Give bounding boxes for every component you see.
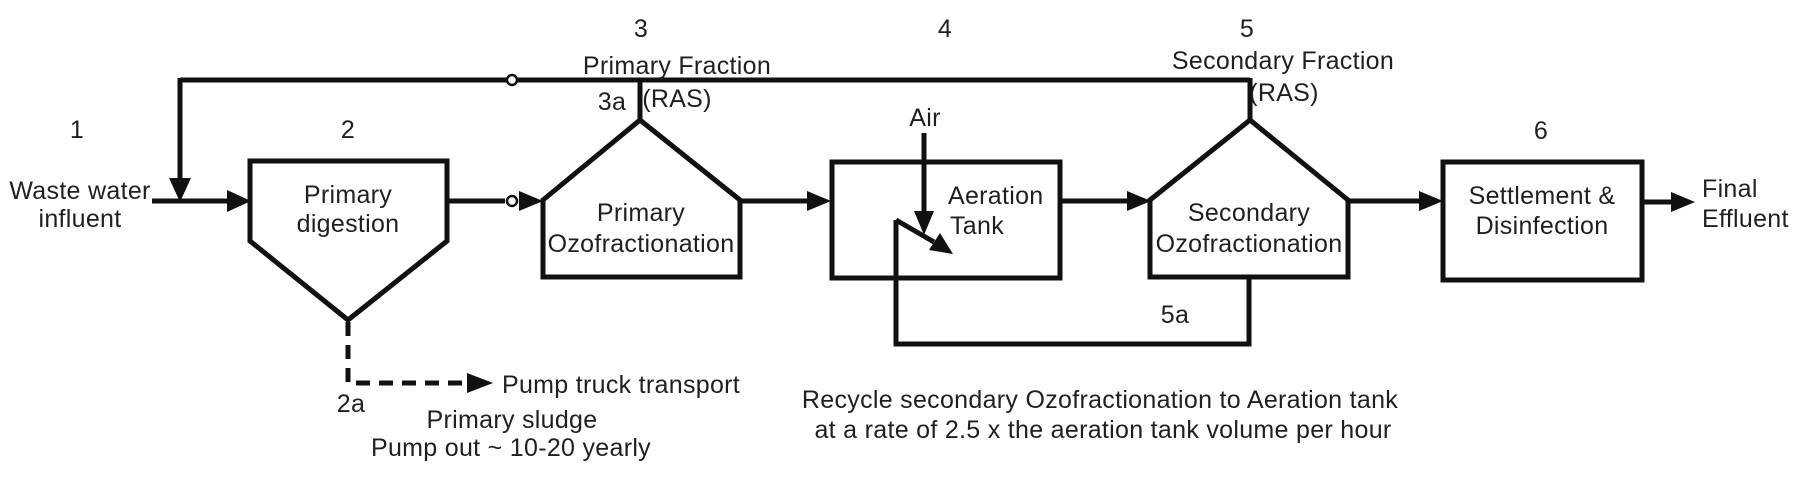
recycle-loop-label-5a: 5a xyxy=(1161,301,1189,329)
primary-ozofractionation-vessel xyxy=(540,116,743,280)
waste-water-influent-label-line2: influent xyxy=(38,205,121,233)
secondary-to-settlement-arrowhead-icon xyxy=(1419,191,1443,211)
secondary-ozofractionation-label-line2: Ozofractionation xyxy=(1156,230,1343,258)
primary-sludge-label: Primary sludge xyxy=(427,406,598,434)
secondary-fraction-ras-label: (RAS) xyxy=(1249,79,1319,107)
settlement-label-line1: Settlement & xyxy=(1469,182,1616,210)
primary-ozofractionation-label-line2: Ozofractionation xyxy=(548,230,735,258)
ozofractionation-to-aeration-arrowhead-icon xyxy=(807,191,831,211)
recycle-injection-line xyxy=(894,217,936,245)
sludge-arrowhead-icon xyxy=(467,373,493,393)
sludge-pump-out-dashed-line xyxy=(345,322,468,386)
aeration-tank-label-line2: Tank xyxy=(950,212,1004,240)
digestion-to-ozofractionation-arrowhead-icon xyxy=(519,191,543,211)
aeration-tank-label-line1: Aeration xyxy=(948,182,1044,210)
primary-ozofractionation-label-line1: Primary xyxy=(597,199,685,227)
line-junction-dot xyxy=(505,194,519,208)
recycle-note-line1: Recycle secondary Ozofractionation to Ae… xyxy=(802,386,1398,414)
waste-water-influent-label-line1: Waste water xyxy=(9,177,150,205)
primary-digestion-vessel xyxy=(247,158,450,324)
stage-number-1: 1 xyxy=(70,116,84,144)
air-label: Air xyxy=(909,104,940,132)
stage-number-5: 5 xyxy=(1240,15,1254,43)
aeration-tank-vessel xyxy=(829,159,1063,281)
primary-fraction-label: Primary Fraction xyxy=(583,52,771,80)
secondary-ozofractionation-vessel xyxy=(1147,116,1351,280)
stage-number-3: 3 xyxy=(634,15,648,43)
line-junction-dot xyxy=(505,73,519,87)
recycle-note-line2: at a rate of 2.5 x the aeration tank vol… xyxy=(814,416,1391,444)
pump-truck-transport-label: Pump truck transport xyxy=(502,371,740,399)
final-effluent-label-line1: Final xyxy=(1702,175,1758,203)
primary-digestion-label-line2: digestion xyxy=(297,210,400,238)
recycle-injection-arrowhead-icon xyxy=(929,233,953,254)
settlement-label-line2: Disinfection xyxy=(1476,212,1609,240)
influent-arrowhead-icon xyxy=(227,190,251,212)
stage-number-4: 4 xyxy=(938,15,952,43)
stage-number-6: 6 xyxy=(1534,117,1548,145)
final-effluent-arrowhead-icon xyxy=(1671,192,1695,212)
pump-out-frequency-label: Pump out ~ 10-20 yearly xyxy=(371,434,651,462)
primary-digestion-label-line1: Primary xyxy=(304,181,392,209)
primary-fraction-sub-label-3a: 3a xyxy=(598,88,626,116)
air-inlet-arrowhead-icon xyxy=(914,211,934,235)
settlement-disinfection-vessel xyxy=(1440,159,1645,283)
secondary-ozofractionation-label-line1: Secondary xyxy=(1188,199,1310,227)
secondary-fraction-label: Secondary Fraction xyxy=(1172,47,1394,75)
recycle-loop-line xyxy=(893,220,1252,347)
final-effluent-label-line2: Effluent xyxy=(1702,205,1789,233)
stage-number-2: 2 xyxy=(341,116,355,144)
sludge-branch-label-2a: 2a xyxy=(337,390,365,418)
primary-fraction-ras-label: (RAS) xyxy=(642,85,712,113)
ras-return-arrowhead-icon xyxy=(169,178,191,202)
aeration-to-secondary-arrowhead-icon xyxy=(1127,191,1151,211)
